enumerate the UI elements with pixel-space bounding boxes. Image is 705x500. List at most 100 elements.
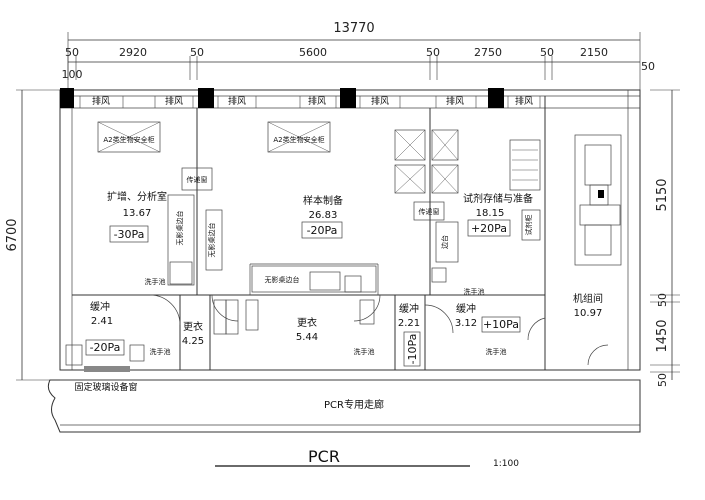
v-seg-label: 5150: [655, 178, 670, 211]
sink-label: 洗手池: [464, 287, 485, 296]
bench-label: 无影桌边台: [175, 211, 184, 246]
room-pressure: -20Pa: [307, 224, 338, 237]
pressure-box: [301, 221, 343, 239]
pressure-box: [467, 219, 511, 237]
room-amplification: 扩增、分析室 13.67 -30Pa: [107, 190, 167, 243]
room-name: 缓冲: [90, 300, 110, 313]
seg-label: 50: [426, 46, 440, 59]
room-unit: 机组间 10.97: [573, 292, 603, 319]
corridor-label: PCR专用走廊: [324, 398, 384, 411]
drawing-scale: 1:100: [493, 459, 519, 469]
exhaust-label: 排风: [228, 95, 246, 107]
room-area: 10.97: [574, 308, 603, 319]
seg-label: 50: [65, 46, 79, 59]
sink-label: 洗手池: [354, 347, 375, 356]
room-sample-prep: 样本制备 26.83 -20Pa: [301, 194, 343, 239]
room-name: 扩增、分析室: [107, 190, 167, 203]
v-seg-label: 50: [656, 373, 669, 387]
walls: [59, 89, 641, 371]
bsc-2: A2类生物安全柜: [267, 121, 331, 153]
room-pressure: -10Pa: [406, 334, 419, 365]
room-area: 5.44: [296, 332, 318, 343]
sink-label: 洗手池: [145, 277, 166, 286]
structural-columns: [60, 88, 504, 108]
room-name: 缓冲: [456, 302, 476, 315]
room-change2: 更衣 5.44: [296, 316, 318, 343]
sinks: 洗手池 洗手池 洗手池 洗手池 洗手池: [145, 277, 507, 356]
seg-label: 50: [190, 46, 204, 59]
pressure-box: [481, 316, 521, 333]
room-area: 26.83: [309, 210, 338, 221]
bench-label: 无影桌边台: [207, 223, 216, 258]
seg-label: 2920: [119, 46, 147, 59]
room-change1: 更衣 4.25: [182, 320, 204, 347]
exhaust-label: 排风: [92, 95, 110, 107]
exhaust-label: 排风: [515, 95, 533, 107]
drawing-title: PCR: [308, 447, 340, 466]
room-name: 试剂存储与准备: [463, 192, 533, 205]
pass-box-label: 传递窗: [187, 175, 208, 184]
total-width-label: 13770: [333, 21, 374, 36]
cabinets: [65, 299, 375, 366]
bsc-1: A2类生物安全柜: [97, 121, 161, 153]
room-area: 18.15: [476, 208, 505, 219]
crossed-equipment: [394, 129, 541, 194]
room-pressure: -30Pa: [114, 228, 145, 241]
room-name: 更衣: [297, 316, 317, 329]
room-buffer2: 缓冲 2.21 -10Pa: [398, 302, 421, 367]
left-dimension: 6700: [5, 89, 60, 381]
seg-label: 5600: [299, 46, 327, 59]
top-dimension: 13770 50 2920 50 5600 50 2750 50 2150 10…: [62, 21, 655, 95]
room-reagent: 试剂存储与准备 18.15 +20Pa: [463, 192, 533, 237]
pass-box-label: 传递窗: [419, 207, 440, 216]
bench-label: 无影桌边台: [265, 275, 300, 284]
exhaust-labels: 排风 排风 排风 排风 排风 排风 排风: [79, 95, 541, 108]
room-area: 13.67: [123, 208, 152, 219]
right-dimension: 5150 50 1450 50: [650, 89, 680, 387]
v-seg-label: 1450: [655, 319, 670, 352]
title-block: PCR 1:100: [215, 447, 519, 469]
exhaust-label: 排风: [165, 95, 183, 107]
room-area: 2.21: [398, 318, 420, 329]
exhaust-label: 排风: [308, 95, 326, 107]
reagent-cabinet-label: 试剂柜: [524, 215, 533, 236]
room-name: 机组间: [573, 292, 603, 305]
right-offset-label: 50: [641, 60, 655, 73]
room-pressure: -20Pa: [90, 341, 121, 354]
room-buffer3: 缓冲 3.12 +10Pa: [455, 302, 521, 333]
v-seg-label: 50: [656, 293, 669, 307]
seg-label: 2750: [474, 46, 502, 59]
room-area: 2.41: [91, 316, 113, 327]
seg-label: 2150: [580, 46, 608, 59]
benches: [167, 194, 541, 293]
pass-box-1: 传递窗: [181, 167, 213, 191]
pressure-box: [85, 339, 125, 356]
bsc-label: A2类生物安全柜: [103, 135, 154, 144]
room-area: 4.25: [182, 336, 204, 347]
room-name: 样本制备: [303, 194, 343, 207]
fixed-window: 固定玻璃设备窗: [74, 366, 138, 393]
exhaust-label: 排风: [446, 95, 464, 107]
pressure-box: [109, 225, 149, 243]
corridor: PCR专用走廊: [47, 379, 641, 433]
room-pressure: +10Pa: [483, 318, 519, 331]
room-name: 缓冲: [399, 302, 419, 315]
left-offset-label: 100: [62, 68, 83, 81]
sink-label: 洗手池: [150, 347, 171, 356]
bench-label: 边台: [440, 235, 449, 249]
room-name: 更衣: [183, 320, 203, 333]
unit-room-equipment: [574, 134, 622, 266]
room-pressure: +20Pa: [471, 222, 507, 235]
seg-label: 50: [540, 46, 554, 59]
pressure-box: [403, 331, 421, 367]
bsc-label: A2类生物安全柜: [273, 135, 324, 144]
fixed-window-label: 固定玻璃设备窗: [74, 381, 137, 393]
total-height-label: 6700: [5, 218, 20, 251]
room-area: 3.12: [455, 318, 477, 329]
doors: [149, 294, 609, 366]
room-buffer1: 缓冲 2.41 -20Pa: [85, 300, 125, 356]
pass-box-2: 传递窗: [413, 201, 445, 221]
exhaust-label: 排风: [371, 95, 389, 107]
sink-label: 洗手池: [486, 347, 507, 356]
